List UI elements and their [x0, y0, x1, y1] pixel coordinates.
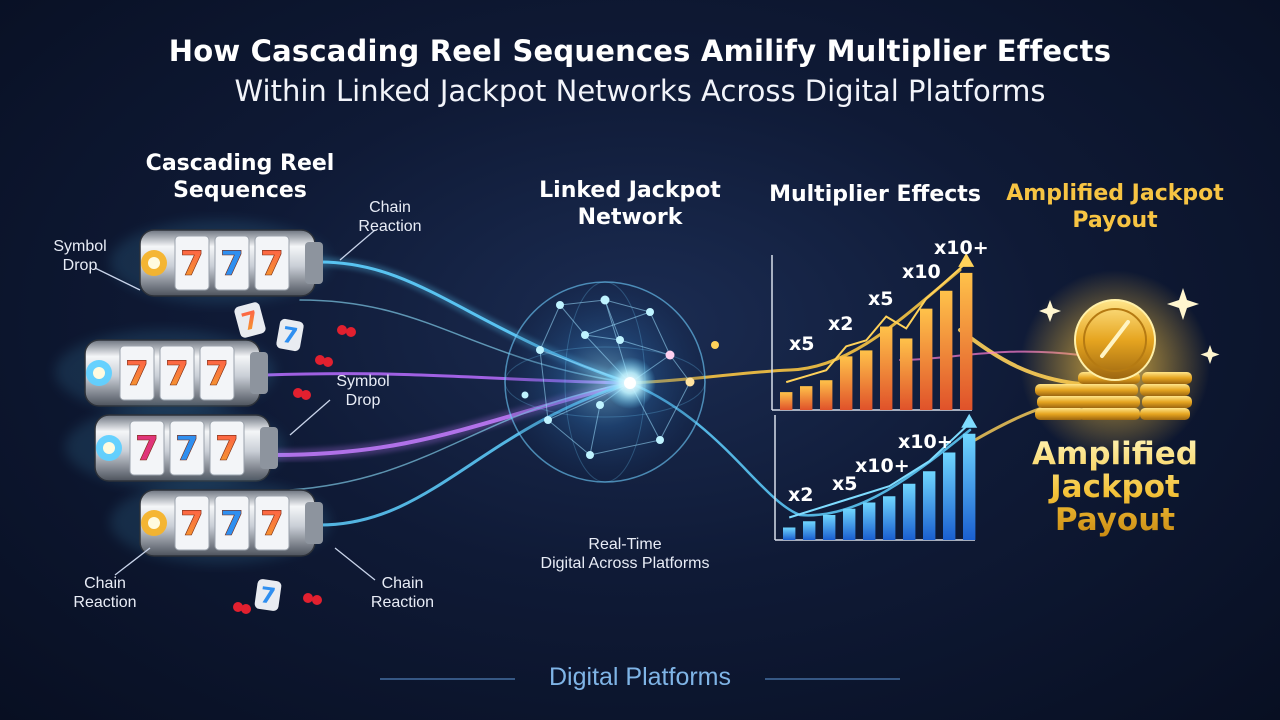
reel-1-seven-1: 7: [180, 244, 204, 284]
reel-1-seven-3: 7: [260, 244, 284, 284]
label-chain-reaction-top: Chain Reaction: [358, 199, 422, 235]
lower-multiplier-chart: [774, 413, 978, 541]
lower-multiplier-chart-bar-7: [903, 483, 916, 540]
payout-header: Amplified Jackpot Payout: [1006, 181, 1224, 233]
upper-multiplier-chart: [771, 252, 975, 411]
upper-multiplier-chart-multiplier-label-2: x2: [828, 313, 854, 335]
falling-seven-1: 7: [234, 302, 266, 338]
upper-multiplier-chart-bar-3: [820, 380, 833, 410]
reel-3-seven-1: 7: [135, 429, 159, 469]
network-nodes: [521, 295, 719, 459]
upper-multiplier-chart-trend-line: [785, 262, 967, 384]
falling-seven-1-glyph: 7: [239, 305, 262, 336]
reels-header: Cascading Reel Sequences: [145, 151, 335, 203]
cherry-icons: [233, 325, 356, 614]
upper-multiplier-chart-multiplier-label-1: x5: [789, 333, 815, 355]
reel-4-seven-1: 7: [180, 504, 204, 544]
network-header: Linked Jackpot Network: [539, 178, 721, 230]
reel-4-seven-3: 7: [260, 504, 284, 544]
lower-multiplier-chart-bar-6: [883, 496, 896, 540]
falling-seven-2-glyph: 7: [280, 323, 299, 350]
upper-multiplier-chart-multiplier-label-5: x10+: [934, 237, 989, 259]
lower-multiplier-chart-multiplier-label-4: x10+: [898, 431, 953, 453]
lower-multiplier-chart-bar-8: [923, 471, 936, 540]
payout-big-label: Amplified Jackpot Payout: [990, 438, 1240, 537]
network-sphere: [504, 281, 719, 483]
falling-symbols: 7 7 7: [233, 302, 356, 614]
lower-multiplier-chart-bar-3: [823, 515, 836, 540]
footer-label: Digital Platforms: [549, 663, 731, 691]
reel-1-seven-2: 7: [220, 244, 244, 284]
upper-multiplier-chart-bar-10: [960, 272, 973, 410]
sparkle-icons: [1039, 288, 1220, 364]
label-chain-reaction-bottom-right: Chain Reaction: [370, 575, 435, 611]
callout-lines: [94, 229, 376, 581]
label-symbol-drop-left: Symbol Drop: [53, 238, 107, 274]
upper-multiplier-chart-bar-2: [800, 386, 813, 410]
reel-2-seven-2: 7: [165, 354, 189, 394]
coin-stack-left: [1035, 384, 1087, 420]
reel-3-seven-3: 7: [215, 429, 239, 469]
lower-multiplier-chart-bar-10: [963, 433, 976, 540]
lower-multiplier-chart-bar-4: [843, 508, 856, 540]
coin-stack-center: [1076, 372, 1140, 420]
upper-multiplier-chart-bar-5: [860, 350, 873, 410]
lower-multiplier-chart-multiplier-label-1: x2: [788, 484, 814, 506]
title-line-1: How Cascading Reel Sequences Amilify Mul…: [168, 34, 1112, 68]
label-symbol-drop-mid: Symbol Drop: [336, 373, 390, 409]
lower-multiplier-chart-bar-2: [803, 521, 816, 540]
upper-multiplier-chart-arrow-icon: [958, 252, 975, 267]
reel-2-seven-1: 7: [125, 354, 149, 394]
big-coin: [1074, 299, 1156, 381]
reel-4-seven-2: 7: [220, 504, 244, 544]
upper-multiplier-chart-bar-9: [940, 290, 953, 410]
jackpot-coins-icon: [1020, 270, 1220, 460]
lower-multiplier-chart-bar-5: [863, 502, 876, 540]
coin-stack-right: [1140, 372, 1192, 420]
multiplier-header: Multiplier Effects: [769, 182, 981, 207]
reel-2-seven-3: 7: [205, 354, 229, 394]
lower-multiplier-chart-arrow-icon: [961, 413, 978, 428]
network-caption: Real-Time Digital Across Platforms: [540, 536, 710, 572]
falling-seven-3-glyph: 7: [258, 583, 277, 610]
lower-multiplier-chart-trend-line: [788, 423, 970, 519]
upper-multiplier-chart-multiplier-label-4: x10: [902, 261, 941, 283]
falling-seven-2: 7: [276, 318, 304, 352]
upper-multiplier-chart-multiplier-label-3: x5: [868, 288, 894, 310]
upper-multiplier-chart-bar-7: [900, 338, 913, 410]
reel-3-seven-2: 7: [175, 429, 199, 469]
upper-multiplier-chart-bar-6: [880, 326, 893, 410]
lower-multiplier-chart-multiplier-label-3: x10+: [855, 455, 910, 477]
falling-seven-3: 7: [254, 579, 282, 611]
upper-multiplier-chart-bar-4: [840, 356, 853, 410]
upper-multiplier-chart-bar-8: [920, 308, 933, 410]
label-chain-reaction-bottom-left: Chain Reaction: [73, 575, 137, 611]
lower-multiplier-chart-bar-1: [783, 527, 796, 540]
lower-multiplier-chart-bar-9: [943, 452, 956, 540]
title-line-2: Within Linked Jackpot Networks Across Di…: [234, 74, 1046, 108]
lower-multiplier-chart-multiplier-label-2: x5: [832, 473, 858, 495]
upper-multiplier-chart-bar-1: [780, 392, 793, 410]
